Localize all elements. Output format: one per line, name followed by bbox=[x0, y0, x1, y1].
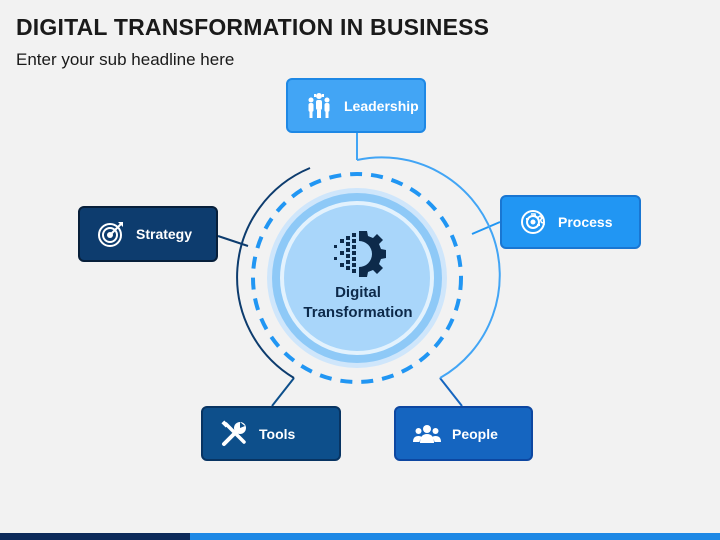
process-gear-icon bbox=[518, 207, 548, 237]
wrench-screwdriver-icon bbox=[219, 419, 249, 449]
bottom-accent-bar bbox=[0, 533, 720, 540]
node-strategy[interactable]: Strategy bbox=[78, 206, 218, 262]
node-people-label: People bbox=[452, 425, 498, 442]
node-process[interactable]: Process bbox=[500, 195, 641, 249]
center-label-line2: Transformation bbox=[303, 304, 413, 321]
connector-process bbox=[471, 221, 501, 235]
node-tools[interactable]: Tools bbox=[201, 406, 341, 461]
people-icon bbox=[412, 419, 442, 449]
page-subtitle: Enter your sub headline here bbox=[16, 50, 235, 69]
center-label-line1: Digital bbox=[335, 284, 381, 301]
node-process-label: Process bbox=[558, 214, 613, 230]
outer-arc-left bbox=[236, 167, 311, 379]
node-tools-label: Tools bbox=[259, 425, 296, 442]
center-label: Digital Transformation bbox=[286, 283, 430, 323]
connector-strategy bbox=[217, 235, 249, 247]
page-title: DIGITAL TRANSFORMATION IN BUSINESS bbox=[16, 14, 490, 40]
node-leadership-label: Leadership bbox=[344, 97, 419, 114]
node-leadership[interactable]: Leadership bbox=[286, 78, 426, 133]
outer-arc-right bbox=[356, 156, 501, 379]
bottom-bar-dark-segment bbox=[0, 533, 190, 540]
leadership-icon bbox=[304, 91, 334, 121]
connector-people bbox=[439, 377, 463, 407]
inner-disc bbox=[280, 201, 434, 355]
node-people[interactable]: People bbox=[394, 406, 533, 461]
node-strategy-label: Strategy bbox=[136, 226, 193, 242]
connector-tools bbox=[271, 377, 295, 407]
bottom-bar-light-segment bbox=[190, 533, 720, 540]
target-icon bbox=[96, 219, 126, 249]
dashed-ring bbox=[251, 172, 463, 384]
digital-gear-icon bbox=[334, 231, 386, 277]
